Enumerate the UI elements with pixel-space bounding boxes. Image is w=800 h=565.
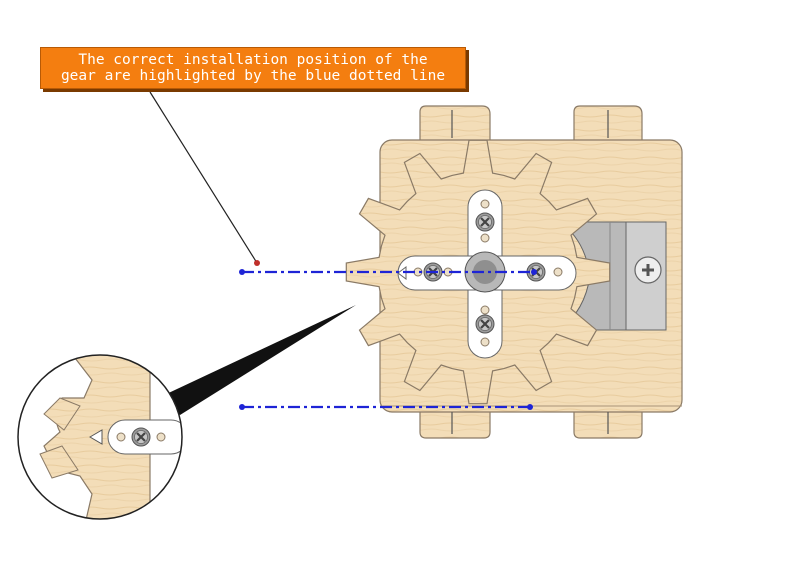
servo-horn-icon [397, 189, 577, 359]
screw-icon [474, 211, 496, 233]
chassis-bottom-tab-left [419, 409, 491, 439]
callout-leader [149, 91, 260, 266]
magnifier-icon [17, 354, 183, 520]
annotation-line-1: The correct installation position of the [78, 52, 428, 68]
annotation-callout: The correct installation position of the… [40, 47, 466, 89]
blue-guide-lines [239, 269, 537, 410]
phillips-screw-icon [634, 256, 662, 284]
annotation-line-2: gear are highlighted by the blue dotted … [60, 68, 446, 84]
screw-icon [474, 313, 496, 335]
magnifier-pointer [160, 305, 356, 415]
chassis-top-tab-left [419, 105, 491, 143]
